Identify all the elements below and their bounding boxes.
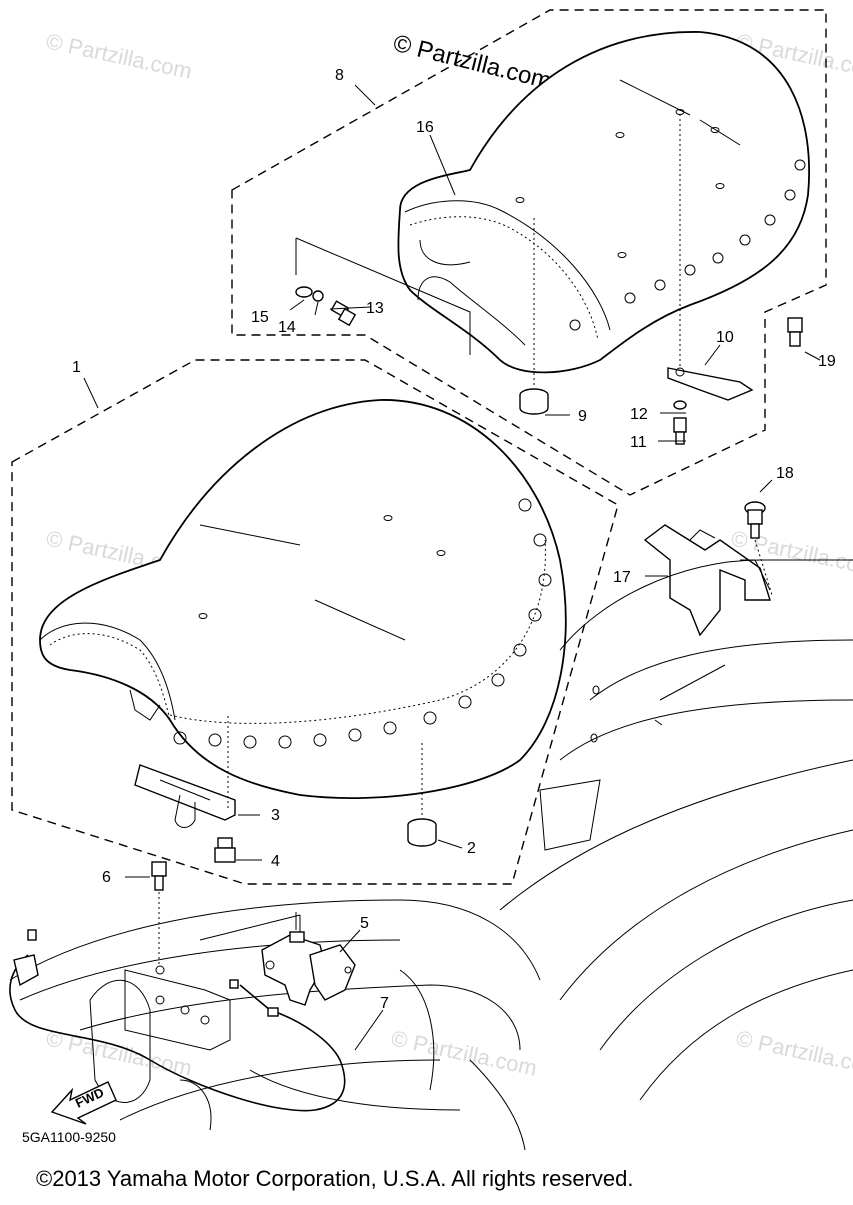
part-17-leader: [654, 664, 726, 726]
part-14-washer: [312, 290, 324, 302]
callout-3: 3: [271, 807, 280, 824]
part-13-bolt: [330, 300, 357, 327]
part-9-damper: [519, 215, 549, 415]
part-12-washer: [673, 400, 687, 410]
rear-seat-group-outline: [231, 9, 827, 496]
callout-14: 14: [278, 319, 296, 336]
part-11-bolt: [673, 417, 687, 445]
callout-9: 9: [578, 408, 587, 425]
forward-arrow: FWD: [50, 1081, 117, 1125]
callout-12: 12: [630, 406, 648, 423]
hardware-bracket-outline: [295, 237, 471, 355]
part-19-bolt: [787, 317, 803, 347]
callout-6: 6: [102, 869, 111, 886]
watermark-text: © Partzilla.com: [734, 1025, 853, 1080]
callout-18: 18: [776, 465, 794, 482]
copyright-notice: ©2013 Yamaha Motor Corporation, U.S.A. A…: [36, 1166, 633, 1191]
part-18-bolt: [744, 501, 773, 596]
callout-19: 19: [818, 353, 836, 370]
watermark-main: © Partzilla.com: [391, 30, 554, 95]
callout-13: 13: [366, 300, 384, 317]
callout-4: 4: [271, 853, 280, 870]
rear-seat: [397, 31, 810, 374]
part-4-bolt: [214, 837, 236, 863]
callout-10: 10: [716, 329, 734, 346]
part-2-damper: [407, 740, 437, 847]
part-15-washer: [295, 286, 313, 298]
callout-17: 17: [613, 569, 631, 586]
part-7-cable: [9, 929, 346, 1112]
callout-1: 1: [72, 359, 81, 376]
diagram-code: 5GA1100-9250: [22, 1129, 116, 1145]
front-seat-group-outline: [11, 359, 619, 885]
part-6-bolt: [151, 861, 167, 965]
callout-2: 2: [467, 840, 476, 857]
callout-8: 8: [335, 67, 344, 84]
callout-7: 7: [380, 995, 389, 1012]
leader-lines: [83, 84, 821, 1051]
callout-11: 11: [630, 434, 647, 451]
callouts: 1 2 3 4 5 6 7 8 9 10 11 12 13 14 15 16 1…: [72, 67, 836, 1012]
part-17-bracket: [643, 524, 771, 637]
front-seat: [39, 399, 567, 799]
part-10-bracket: [667, 110, 754, 401]
callout-15: 15: [251, 309, 269, 326]
watermark-text: © Partzilla.com: [44, 28, 194, 83]
part-5-switch: [261, 912, 356, 1006]
watermark-text: © Partzilla.com: [389, 1025, 539, 1080]
part-3-plate: [134, 715, 236, 828]
callout-5: 5: [360, 915, 369, 932]
callout-16: 16: [416, 119, 434, 136]
